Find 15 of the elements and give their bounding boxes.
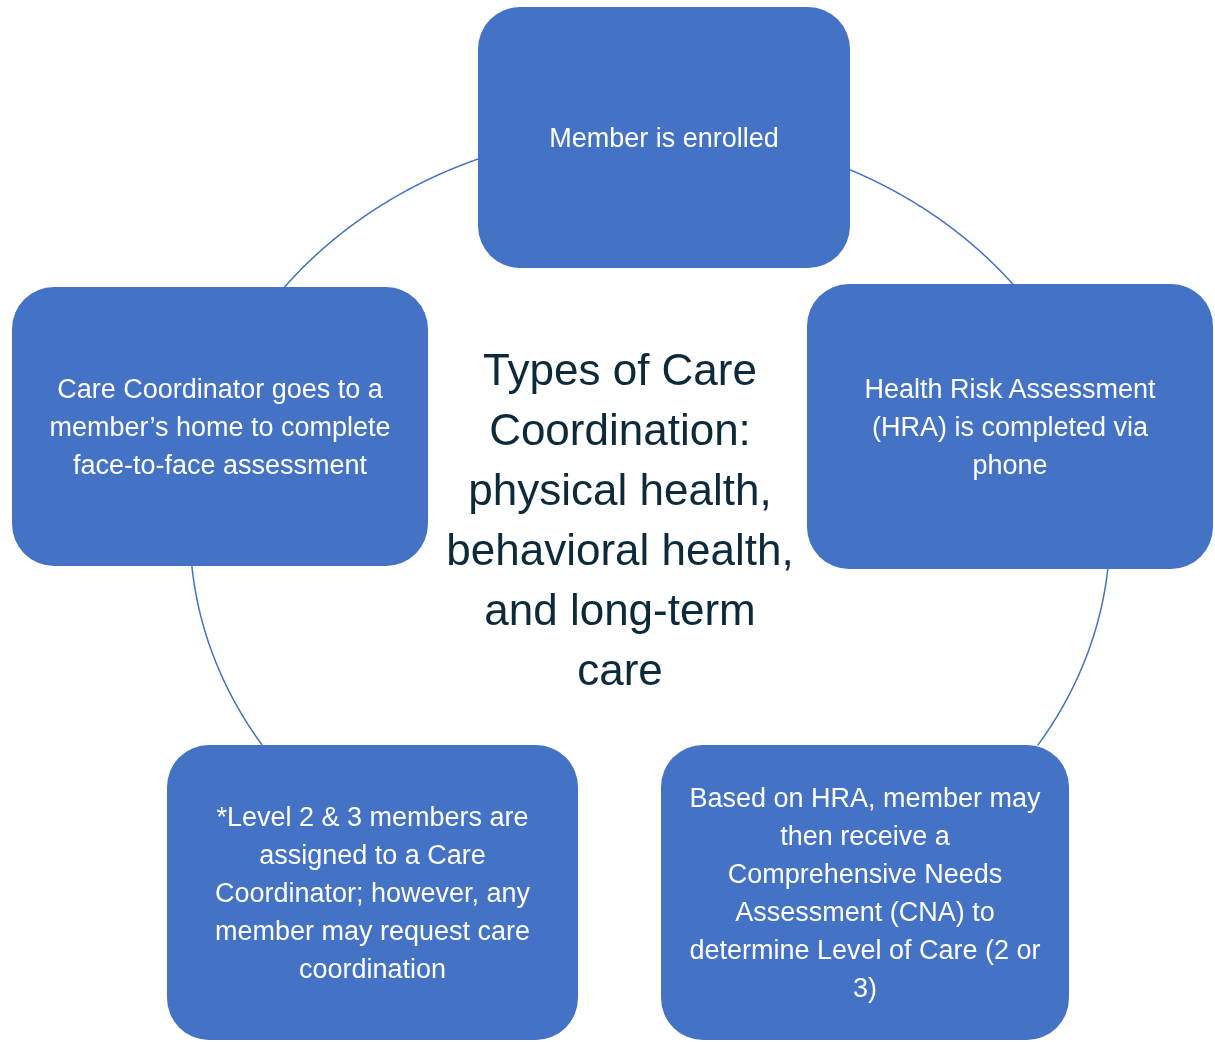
connector-arc xyxy=(283,158,480,289)
box-text: Member is enrolled xyxy=(549,121,779,155)
diagram-title: Types of Care Coordination: physical health, behavioral health, and long-term care xyxy=(445,344,795,696)
box-text: Health Risk Assessment (HRA) is completed via phone xyxy=(863,372,1157,482)
box-text: Care Coordinator goes to a member’s home to complete face-to-face assessment xyxy=(48,372,392,482)
process-box xyxy=(807,284,1213,569)
box-text: Based on HRA, member may then receive a Comprehensive Needs Assessment (CNA) to determine Level of Care (2 or 3) xyxy=(689,781,1041,1005)
connector-arc xyxy=(848,168,1014,286)
process-box xyxy=(12,287,428,566)
process-box xyxy=(167,745,578,1040)
connector-arc xyxy=(1036,568,1109,747)
connector-arc xyxy=(191,564,263,746)
process-box xyxy=(478,7,850,268)
process-box xyxy=(661,745,1069,1040)
box-text: *Level 2 & 3 members are assigned to a Care Coordinator; however, any member may request care coordination xyxy=(213,800,532,986)
